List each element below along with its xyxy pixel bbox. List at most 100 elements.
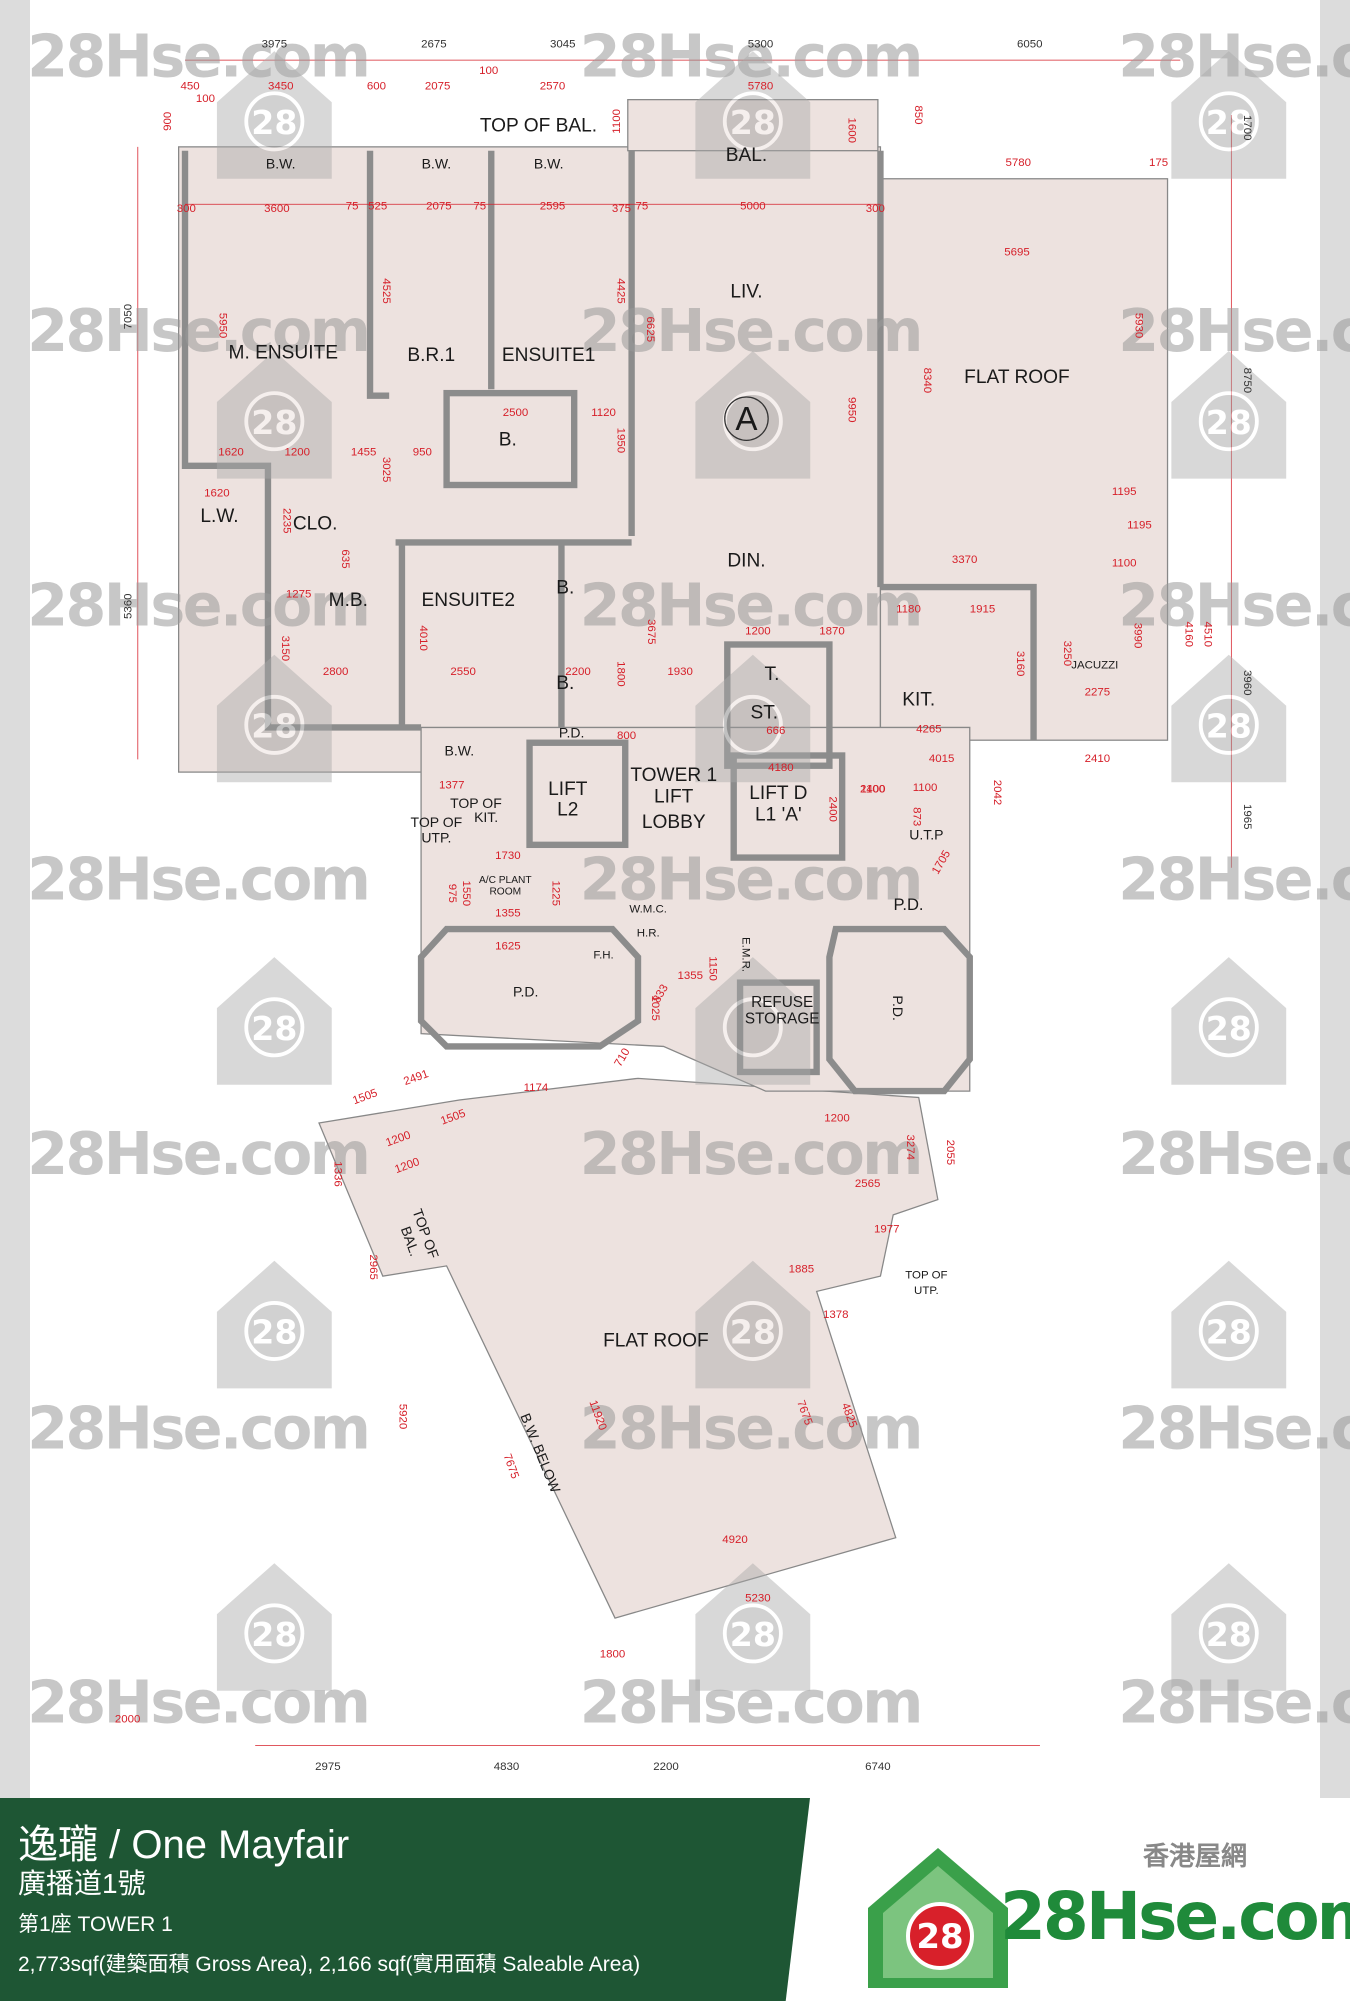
dimension: 1195 — [1112, 486, 1137, 498]
label-lift-l2-b: L2 — [557, 799, 578, 820]
label-ac-plant: A/C PLANT — [479, 875, 532, 886]
label-bal: BAL. — [726, 145, 767, 166]
watermark-house-icon — [695, 957, 811, 1085]
dimension: 4015 — [929, 753, 955, 765]
dimension: 1336 — [331, 1161, 343, 1187]
dimension-lines — [137, 59, 1232, 1747]
label-top-of-kit: TOP OF — [450, 795, 502, 811]
dimension: 2410 — [1085, 753, 1111, 765]
site-logo-icon: 28 — [868, 1848, 1008, 1988]
label-m-ensuite: M. ENSUITE — [229, 343, 338, 364]
dimension: 175 — [1149, 157, 1168, 169]
dimension-left: 7050 — [122, 304, 134, 330]
label-flat-a: A — [735, 401, 758, 438]
dimension: 4510 — [1202, 622, 1214, 648]
dimension: 1885 — [789, 1263, 815, 1275]
property-info-panel: 逸瓏 / One Mayfair 廣播道1號 第1座 TOWER 1 2,773… — [0, 1798, 810, 2001]
logo-chinese-text: 香港屋網 — [1143, 1841, 1248, 1871]
watermark-house-icon: 28 — [1171, 351, 1287, 479]
label-lift-l2: LIFT — [548, 779, 588, 800]
dimension: 2570 — [540, 80, 566, 92]
watermark-house-icon: 28 — [1171, 654, 1287, 783]
dimension-left: 5360 — [122, 593, 134, 619]
dimension: 666 — [766, 725, 785, 737]
dimension: 5950 — [216, 313, 228, 339]
dimension: 4425 — [615, 278, 627, 304]
dimension: 1378 — [823, 1309, 849, 1321]
watermark-badge: 28 — [730, 1313, 776, 1352]
dimension: 800 — [617, 730, 636, 742]
dimension: 2800 — [323, 666, 349, 678]
dimension: 2500 — [503, 407, 529, 419]
dimension: 3675 — [645, 619, 657, 645]
dimension: 3160 — [1014, 651, 1026, 677]
dimension: 1200 — [824, 1113, 850, 1125]
label-din: DIN. — [727, 551, 765, 572]
label-pd-stair-left: P.D. — [513, 984, 538, 1000]
label-top-of-utp: TOP OF — [411, 814, 463, 830]
label-ensuite1: ENSUITE1 — [502, 345, 596, 366]
watermark-badge: 28 — [251, 1615, 297, 1654]
watermark-house-icon: 28 — [695, 51, 811, 179]
watermark-text: 28Hse.com — [1118, 1120, 1350, 1188]
watermark-text: 28Hse.com — [27, 1120, 368, 1188]
dimension: 75 — [635, 200, 648, 212]
dimension: 2965 — [367, 1254, 379, 1280]
label-bw: B.W. — [266, 156, 296, 172]
watermark-badge: 28 — [251, 103, 297, 142]
label-clo: CLO. — [293, 514, 338, 535]
watermark-text: 28Hse.com — [1118, 1669, 1350, 1737]
logo-badge: 28 — [916, 1917, 963, 1957]
dimension: 1730 — [495, 850, 521, 862]
dimension: 1100 — [611, 109, 623, 134]
flat-label-circle — [724, 396, 769, 441]
dimension: 2235 — [280, 508, 292, 534]
dimension: 2042 — [991, 780, 1003, 806]
dimension: 1550 — [460, 881, 472, 907]
label-bath: B. — [499, 429, 517, 450]
label-top-of-utp-b: UTP. — [421, 829, 451, 845]
label-refuse: REFUSE — [751, 994, 813, 1011]
watermark-badge: 28 — [730, 1615, 776, 1654]
label-ensuite2: ENSUITE2 — [422, 590, 516, 611]
label-lw: L.W. — [200, 506, 238, 527]
property-area: 2,773sqf(建築面積 Gross Area), 2,166 sqf(實用面… — [18, 1953, 641, 1976]
dimension: 1355 — [495, 907, 521, 919]
label-lobby-b: LIFT — [654, 787, 694, 808]
watermark-text: 28Hse.com — [580, 23, 921, 91]
label-lift-l1-b: L1 'A' — [755, 805, 802, 826]
dimension: 635 — [339, 549, 351, 568]
dimension: 2275 — [1085, 687, 1111, 699]
label-flat-roof: FLAT ROOF — [964, 367, 1070, 388]
label-wmc: W.M.C. — [629, 903, 667, 915]
watermark-house-icon: 28 — [1171, 51, 1287, 179]
dimension: 1800 — [615, 661, 627, 687]
dimension: 1950 — [615, 428, 627, 454]
label-ac-room: ROOM — [489, 887, 521, 898]
label-bath: B. — [556, 673, 574, 694]
dimension: 1100 — [913, 782, 938, 794]
dimension: 75 — [346, 200, 359, 212]
watermark-text: 28Hse.com — [580, 846, 921, 914]
dimension: 4525 — [380, 278, 392, 304]
dimension: 850 — [912, 105, 924, 124]
dimension: 1505 — [351, 1087, 379, 1107]
dimension: 2400 — [826, 796, 838, 822]
dimension: 1620 — [204, 487, 230, 499]
dimension: 1915 — [970, 604, 996, 616]
dimension: 1225 — [550, 881, 562, 907]
watermark-text: 28Hse.com — [27, 846, 368, 914]
label-bw: B.W. — [445, 743, 475, 759]
dimension: 2491 — [402, 1068, 430, 1088]
footer: 逸瓏 / One Mayfair 廣播道1號 第1座 TOWER 1 2,773… — [0, 1798, 1350, 2001]
label-mb: M.B. — [329, 590, 368, 611]
dimension: 1600 — [846, 118, 858, 144]
dimension: 3025 — [380, 457, 392, 483]
dimension-top: 3975 — [262, 38, 288, 50]
watermark-house-icon: 28 — [216, 654, 332, 783]
dimension-top: 6050 — [1017, 38, 1043, 50]
dimension: 4920 — [722, 1534, 748, 1546]
watermark-text: 28Hse.com — [1118, 846, 1350, 914]
dimension-bottom: 6740 — [865, 1761, 891, 1773]
